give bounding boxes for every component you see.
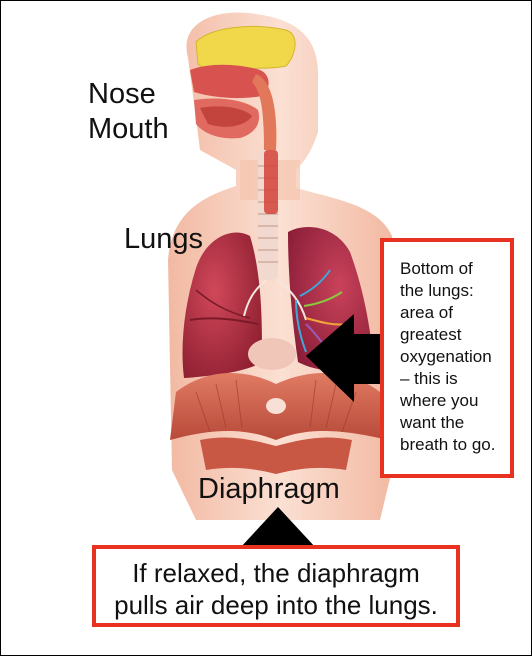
nose-label: Nose	[88, 77, 156, 111]
mouth-label: Mouth	[88, 112, 169, 146]
diaphragm-callout: If relaxed, the diaphragm pulls air deep…	[92, 545, 460, 627]
callout-line: pulls air deep into the lungs.	[96, 589, 456, 621]
callout-line: greatest	[400, 324, 500, 346]
callout-line: area of	[400, 302, 500, 324]
callout-line: the lungs:	[400, 280, 500, 302]
callout-line: where you	[400, 390, 500, 412]
diaphragm-label: Diaphragm	[198, 472, 340, 506]
callout-line: breath to go.	[400, 434, 500, 456]
callout-line: If relaxed, the diaphragm	[96, 557, 456, 589]
callout-line: – this is	[400, 368, 500, 390]
callout-line: Bottom of	[400, 258, 500, 280]
oxygenation-callout: Bottom of the lungs: area of greatest ox…	[380, 238, 514, 478]
callout-line: oxygenation	[400, 346, 500, 368]
callout-line: want the	[400, 412, 500, 434]
trachea	[258, 150, 278, 280]
lungs-label: Lungs	[124, 222, 203, 256]
